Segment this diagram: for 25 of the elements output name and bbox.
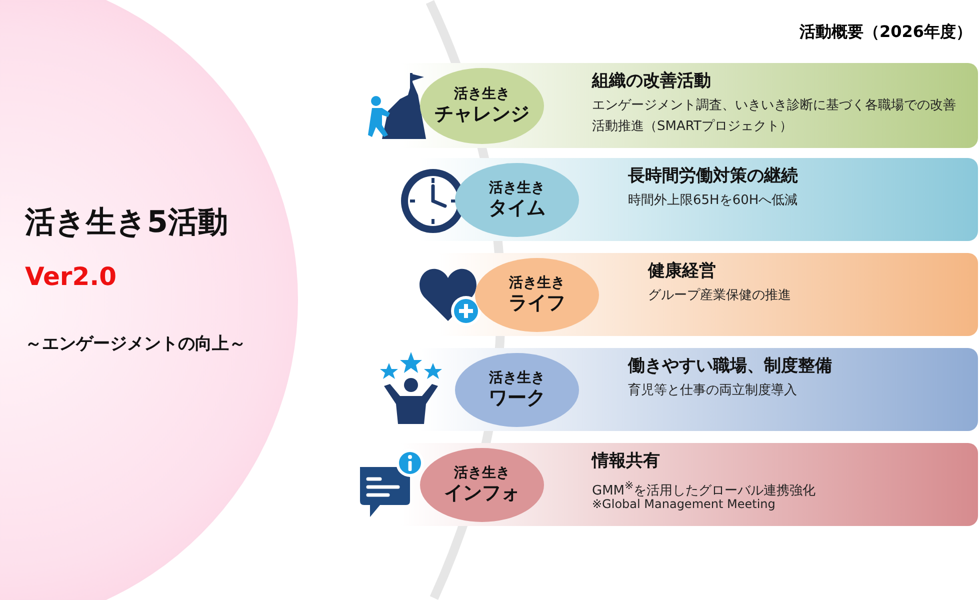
circle-title: 活き生き5活動 (25, 204, 228, 242)
ellipse-title: タイム (488, 196, 546, 220)
ellipse-title: ワーク (488, 386, 546, 410)
band-description: エンゲージメント調査、いきいき診断に基づく各職場での改善活動推進（SMARTプロジェクト） (592, 97, 957, 136)
ellipse-title: インフォ (444, 481, 520, 505)
ellipse-subtitle: 活き生き (454, 86, 510, 102)
band-description: 時間外上限65Hを60Hへ低減 (628, 192, 799, 210)
ellipse-title: ライフ (508, 291, 566, 315)
version-text: Ver2.0 (25, 262, 117, 291)
ellipse-subtitle: 活き生き (489, 370, 545, 386)
band-description: グループ産業保健の推進 (648, 287, 792, 305)
band-heading: 健康経営 (648, 260, 716, 282)
heading: 活動概要（2026年度） (799, 22, 972, 43)
band-heading: 情報共有 (592, 450, 660, 472)
band-description: 育児等と仕事の両立制度導入 (628, 382, 798, 400)
band-heading: 働きやすい職場、制度整備 (628, 355, 832, 377)
ellipse-title: チャレンジ (434, 102, 530, 126)
band-description: GMM$^{※}$を活用したグローバル連携強化 (592, 478, 817, 498)
subtitle: ～エンゲージメントの向上～ (25, 333, 246, 355)
band-heading: 組織の改善活動 (592, 70, 711, 92)
ellipse-subtitle: 活き生き (454, 465, 510, 481)
ellipse-subtitle: 活き生き (509, 275, 565, 291)
footnote: ※Global Management Meeting (592, 497, 776, 513)
ellipse-subtitle: 活き生き (489, 180, 545, 196)
band-heading: 長時間労働対策の継続 (628, 165, 798, 187)
